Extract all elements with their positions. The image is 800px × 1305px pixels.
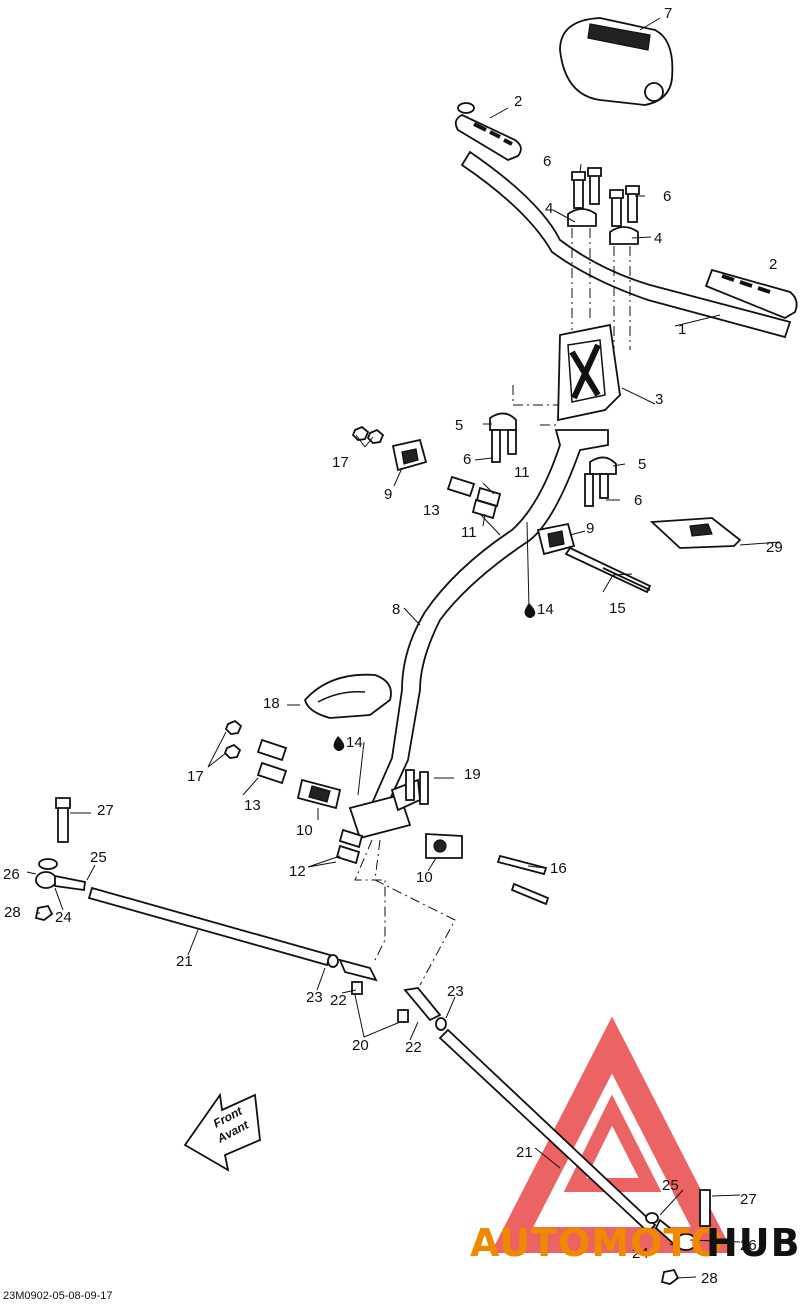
bolt-left — [55, 797, 71, 843]
callout-22-left: 22 — [330, 992, 347, 1009]
bushings-12 — [335, 828, 364, 865]
leader-lines — [26, 17, 781, 1279]
callout-6-d: 6 — [634, 492, 642, 509]
callout-27-right: 27 — [740, 1191, 757, 1208]
callout-6-c: 6 — [463, 451, 471, 468]
callout-9-left: 9 — [384, 486, 392, 503]
callout-13-lower: 13 — [244, 797, 261, 814]
bushing-lower-left — [296, 778, 342, 810]
clamps — [489, 412, 617, 507]
callout-5-b: 5 — [638, 456, 646, 473]
callout-26-left: 26 — [3, 866, 20, 883]
spacers-lower — [256, 738, 288, 785]
callout-10-left: 10 — [296, 822, 313, 839]
callout-21-lower: 21 — [516, 1144, 533, 1161]
callout-27-left: 27 — [97, 802, 114, 819]
callout-10-right: 10 — [416, 869, 433, 886]
watermark-text: AUTOMOTO HUB — [470, 1221, 800, 1265]
callout-13-upper: 13 — [423, 502, 440, 519]
callout-8: 8 — [392, 601, 400, 618]
callout-4-b: 4 — [654, 230, 662, 247]
callout-19: 19 — [464, 766, 481, 783]
callout-29: 29 — [766, 539, 783, 556]
callout-26-right: 26 — [740, 1237, 757, 1254]
column-cover — [304, 673, 392, 719]
callout-11-a: 11 — [514, 464, 530, 481]
callout-5-a: 5 — [455, 417, 463, 434]
tie-rod-end-left — [34, 858, 86, 921]
callout-25-right: 25 — [662, 1177, 679, 1194]
tie-rod-upper — [87, 886, 332, 967]
callout-9-right: 9 — [586, 520, 594, 537]
callout-11-b: 11 — [461, 524, 477, 541]
callout-17-lower: 17 — [187, 768, 204, 785]
callout-12: 12 — [289, 863, 306, 880]
tie-rod-end-center-lower — [397, 987, 447, 1031]
callout-23-right: 23 — [447, 983, 464, 1000]
callout-labels: 7 2 6 6 4 4 2 1 3 5 6 5 6 17 9 11 13 11 … — [3, 5, 783, 1287]
tie-rod-lower — [438, 1028, 657, 1234]
callout-14-upper: 14 — [537, 601, 554, 618]
nuts-lower — [223, 719, 243, 759]
diagram-code: 23M0902-05-08-09-17 — [3, 1290, 112, 1302]
riser — [557, 323, 621, 422]
callout-3: 3 — [655, 391, 663, 408]
handlebar — [460, 150, 792, 339]
watermark-automoto: AUTOMOTO — [470, 1221, 724, 1265]
callout-7: 7 — [664, 5, 672, 22]
bolts-15 — [564, 546, 652, 594]
callout-6-b: 6 — [663, 188, 671, 205]
callout-16: 16 — [550, 860, 567, 877]
callout-25-left: 25 — [90, 849, 107, 866]
callout-4-a: 4 — [545, 200, 553, 217]
spacer-upper — [446, 475, 476, 498]
callout-23-left: 23 — [306, 989, 323, 1006]
callout-28-left: 28 — [4, 904, 21, 921]
bushing-upper-left — [391, 438, 428, 472]
watermark-hub: HUB — [706, 1221, 800, 1265]
callout-22-right: 22 — [405, 1039, 422, 1056]
bushing-upper-right — [536, 522, 576, 556]
watermark-logo — [490, 1016, 734, 1253]
tie-rod-end-right — [645, 1189, 711, 1285]
grip-top — [454, 102, 522, 162]
tie-rod-end-center-upper — [327, 954, 378, 995]
bushings-11 — [471, 486, 502, 520]
callout-6-a: 6 — [543, 153, 551, 170]
bolts-top — [571, 167, 640, 227]
callout-2-top: 2 — [514, 93, 522, 110]
callout-17-upper: 17 — [332, 454, 349, 471]
callout-2-right: 2 — [769, 256, 777, 273]
callout-24-left: 24 — [55, 909, 72, 926]
bolts-19 — [405, 769, 429, 805]
handlebar-pad — [559, 17, 674, 106]
bolts-16 — [496, 854, 550, 906]
callout-20: 20 — [352, 1037, 369, 1054]
callout-28-right: 28 — [701, 1270, 718, 1287]
callout-15: 15 — [609, 600, 626, 617]
callout-14-lower: 14 — [346, 734, 363, 751]
plate-29 — [649, 517, 742, 549]
front-arrow-icon: Front Avant — [183, 1092, 261, 1172]
callout-18: 18 — [263, 695, 280, 712]
nuts-upper — [351, 425, 385, 444]
grip-right — [704, 268, 798, 320]
callout-24-right: 24 — [632, 1245, 649, 1262]
steering-column — [348, 429, 609, 840]
callout-21-upper: 21 — [176, 953, 193, 970]
callout-1: 1 — [678, 321, 686, 338]
oil-drop-icons — [333, 603, 536, 751]
bushing-lower-right — [425, 833, 463, 859]
